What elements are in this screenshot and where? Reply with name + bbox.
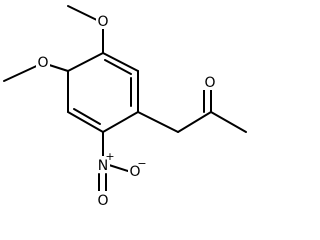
- atom-mask-o-ketone: [203, 73, 217, 90]
- atom-mask-o-methoxy-top: [96, 12, 110, 29]
- chemical-structure: O O O N + O − O: [3, 5, 247, 209]
- atom-label-o-ketone: O: [204, 75, 215, 91]
- atom-label-o-methoxy-left: O: [37, 55, 48, 71]
- ring-bond-bottom-right: [102, 111, 139, 133]
- atom-label-n-nitro: N: [98, 158, 108, 174]
- bond-ch2-to-carbonyl-c: [177, 111, 212, 133]
- bond-carbonyl-c-to-methyl: [210, 111, 247, 133]
- structure-diagram: O O O N + O − O: [3, 5, 247, 209]
- atom-mask-o-nitro-bottom: [96, 191, 110, 208]
- ring-bond-top-left: [67, 52, 104, 72]
- atom-mask-o-methoxy-left: [36, 53, 50, 70]
- atom-label-o-methoxy-top: O: [97, 14, 108, 30]
- ring-double-bond-top: [104, 59, 132, 75]
- bond-ring-to-ch2: [137, 111, 179, 133]
- ring-bond-top-right: [102, 52, 139, 72]
- atom-label-o-nitro-side: O: [129, 164, 140, 180]
- atom-charge-o-nitro-side-minus: −: [137, 157, 146, 170]
- atom-mask-n-nitro: [95, 156, 110, 173]
- atom-charge-n-nitro-plus: +: [105, 150, 114, 163]
- bond-nitro-n-to-side-o: [108, 164, 129, 172]
- ring-bond-bottom-left: [67, 111, 104, 133]
- atom-label-o-nitro-bottom: O: [97, 193, 108, 209]
- atom-mask-o-nitro-side: [128, 162, 142, 179]
- ring-double-bond-bottom-left: [73, 108, 101, 125]
